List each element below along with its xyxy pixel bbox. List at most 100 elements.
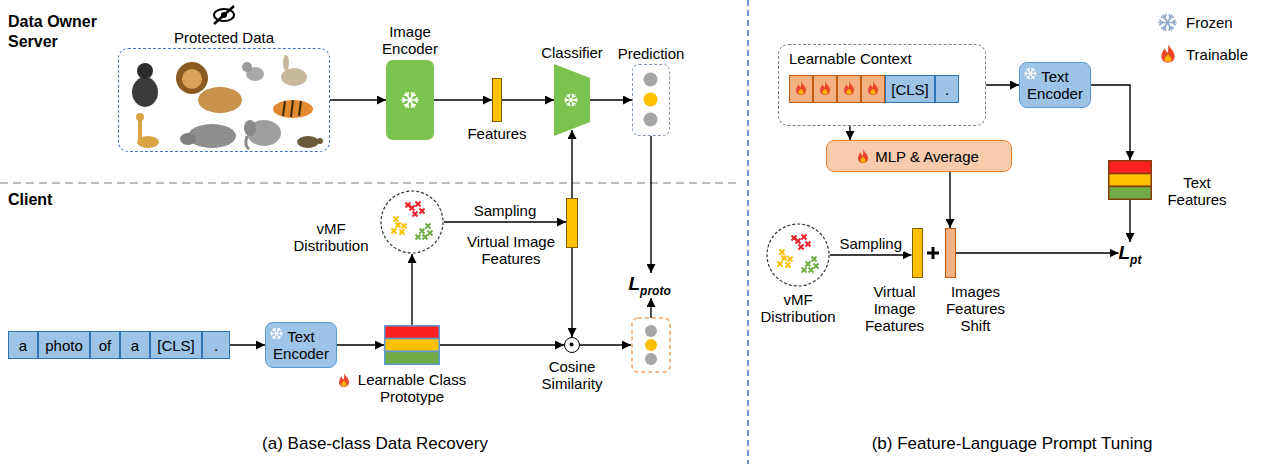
animal-photos — [132, 77, 158, 107]
edge-label: Sampling — [472, 202, 539, 219]
animal-photos — [188, 124, 236, 148]
flame-icon — [867, 81, 879, 95]
node-label: vMF Distribution — [286, 220, 376, 254]
hidden-eye-icon — [214, 6, 234, 24]
prototype-stack: Learnable Class Prototype — [384, 325, 440, 365]
flame-icon — [338, 373, 350, 387]
node-label: Learnable Class Prototype — [352, 371, 472, 405]
client-prediction-box — [632, 318, 670, 372]
animal-photos — [281, 68, 307, 86]
vmf-circle: vMF Distribution — [766, 223, 830, 287]
arrow-connector — [330, 99, 386, 100]
arrow-line — [650, 298, 651, 318]
text-feature-stack: Text Features — [1108, 160, 1152, 200]
prediction-box: Prediction — [632, 64, 670, 136]
token-box: [CLS] — [150, 331, 202, 359]
client-prediction-box — [645, 353, 657, 365]
box-text: Text Encoder — [1024, 68, 1086, 102]
arrow-connector — [444, 221, 566, 222]
animal-photos — [299, 101, 301, 116]
loss-symbol: L — [629, 273, 641, 295]
snowflake-icon — [1024, 67, 1037, 80]
box-text: photo — [45, 337, 83, 354]
panel-caption: (a) Base-class Data Recovery — [262, 434, 488, 454]
loss-subscript: pt — [1130, 253, 1141, 267]
flame-icon — [843, 81, 855, 95]
vmf-scatter — [380, 190, 444, 254]
box-text: a — [19, 337, 27, 354]
arrow-connector — [849, 126, 850, 140]
arrow-connector — [440, 344, 564, 345]
hidden-eye-icon — [214, 6, 234, 24]
animal-photos — [283, 101, 285, 116]
virtual-feature-bar: Virtual Image Features — [912, 228, 923, 278]
animal-photos — [244, 120, 256, 136]
snowflake-icon — [401, 91, 419, 109]
loss-symbol: L — [1119, 242, 1131, 264]
client-prediction-box — [645, 325, 657, 337]
loss-term: Lpt — [1119, 242, 1144, 264]
learnable-token — [837, 75, 861, 103]
node-label: Classifier — [541, 44, 603, 61]
arrow-connector — [650, 136, 651, 273]
node-label: Image Encoder — [374, 23, 446, 57]
panel-divider — [747, 0, 749, 464]
legend-text: Trainable — [1158, 40, 1248, 70]
class-score-dots — [633, 65, 668, 134]
animal-photos — [182, 69, 202, 89]
feature-stack-bars — [384, 325, 440, 365]
animal-photos — [297, 136, 319, 148]
token-box: . — [935, 75, 959, 103]
animal-photos — [198, 87, 242, 113]
animal-photos — [136, 113, 144, 121]
learnable-token — [789, 75, 813, 103]
mlp-box: MLP & Average — [826, 140, 1012, 172]
arrow-connector — [434, 99, 492, 100]
node-label: Text Features — [1164, 174, 1230, 208]
animal-photos — [132, 55, 323, 149]
arrow-connector — [337, 344, 384, 345]
text-encoder-block: Text Encoder — [265, 322, 337, 368]
legend-box: FrozenTrainable — [1158, 8, 1248, 72]
operator-dot — [565, 338, 578, 351]
animal-photos — [273, 100, 313, 118]
image-encoder-block: Image Encoder — [386, 60, 434, 140]
feature-bar: Features — [492, 78, 502, 122]
arrow-connector — [502, 99, 554, 100]
learnable-token — [813, 75, 837, 103]
loss-term: Lproto — [629, 273, 674, 295]
box-text: Text Encoder — [270, 328, 332, 362]
snowflake-icon — [270, 327, 283, 340]
animal-photos — [283, 55, 289, 71]
flame-icon — [857, 149, 869, 163]
node-label: Protected Data — [174, 29, 274, 46]
animal-photos — [137, 63, 153, 79]
legend-entry: Frozen — [1158, 8, 1248, 40]
classifier-block: Classifier — [554, 64, 590, 136]
feature-shift-bar: Images Features Shift — [945, 228, 956, 278]
arrow-line — [580, 344, 631, 345]
box-text: [CLS] — [891, 81, 929, 98]
token-box: . — [202, 331, 230, 359]
box-text: of — [99, 337, 112, 354]
animal-photos — [242, 62, 252, 72]
flame-icon — [819, 81, 831, 95]
legend-text: Frozen — [1158, 8, 1248, 38]
client-prediction-box — [645, 339, 657, 351]
arrow-connector — [571, 130, 572, 198]
cosine-operator: Cosine Similarity — [564, 337, 580, 353]
text-encoder-block: Text Encoder — [1019, 62, 1091, 108]
flame-icon — [1160, 44, 1176, 63]
snowflake-icon — [1158, 13, 1177, 32]
node-label: vMF Distribution — [753, 291, 843, 325]
arrow-connector — [830, 254, 912, 255]
animal-photos — [180, 133, 196, 145]
box-text: MLP & Average — [859, 148, 979, 165]
node-label: Features — [467, 125, 526, 142]
client-prediction-box — [632, 318, 670, 372]
token-box: [CLS] — [885, 75, 935, 103]
protected-data-box: Protected Data — [118, 48, 330, 152]
zone-title: Data Owner Server — [8, 12, 108, 52]
node-label: Virtual Image Features — [461, 233, 561, 267]
box-text: [CLS] — [157, 337, 195, 354]
